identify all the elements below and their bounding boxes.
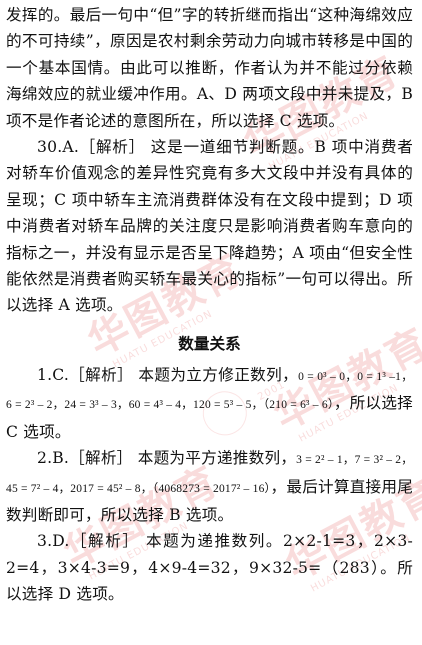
paragraph-question-2: 2.B.［解析］ 本题为平方递推数列，3 = 2² – 1，7 = 3² – 2… bbox=[6, 445, 413, 528]
question-1-intro: 1.C.［解析］ 本题为立方修正数列， bbox=[37, 365, 299, 384]
paragraph-question-30: 30.A.［解析］ 这是一道细节判断题。B 项中消费者对轿车价值观念的差异性究竟… bbox=[6, 138, 413, 315]
section-title-quantity-relations: 数量关系 bbox=[178, 333, 241, 353]
question-2-intro: 2.B.［解析］ 本题为平方递推数列， bbox=[37, 449, 297, 468]
paragraph-continuation: 发挥的。最后一句中“但”字的转折继而指出“这种海绵效应的不可持续”，原因是农村剩… bbox=[6, 6, 413, 130]
question-1-conclusion: ，所以选择 C 选项。 bbox=[6, 394, 413, 441]
question-2-conclusion: ，最后计算直接用尾数判断即可，所以选择 B 选项。 bbox=[6, 477, 413, 524]
question-1-formulas: 0 = 0³ – 0，0 = 1³ –1，6 = 2³ – 2，24 = 3³ … bbox=[6, 370, 413, 412]
question-2-formulas: 3 = 2² – 1，7 = 3² – 2，45 = 7² – 4，2017 =… bbox=[6, 454, 413, 495]
paragraph-question-1: 1.C.［解析］ 本题为立方修正数列，0 = 0³ – 0，0 = 1³ –1，… bbox=[6, 362, 413, 445]
paragraph-question-3: 3.D.［解析］ 本题为递推数列。2×2-1=3，2×3-2=4，3×4-3=9… bbox=[6, 532, 413, 604]
